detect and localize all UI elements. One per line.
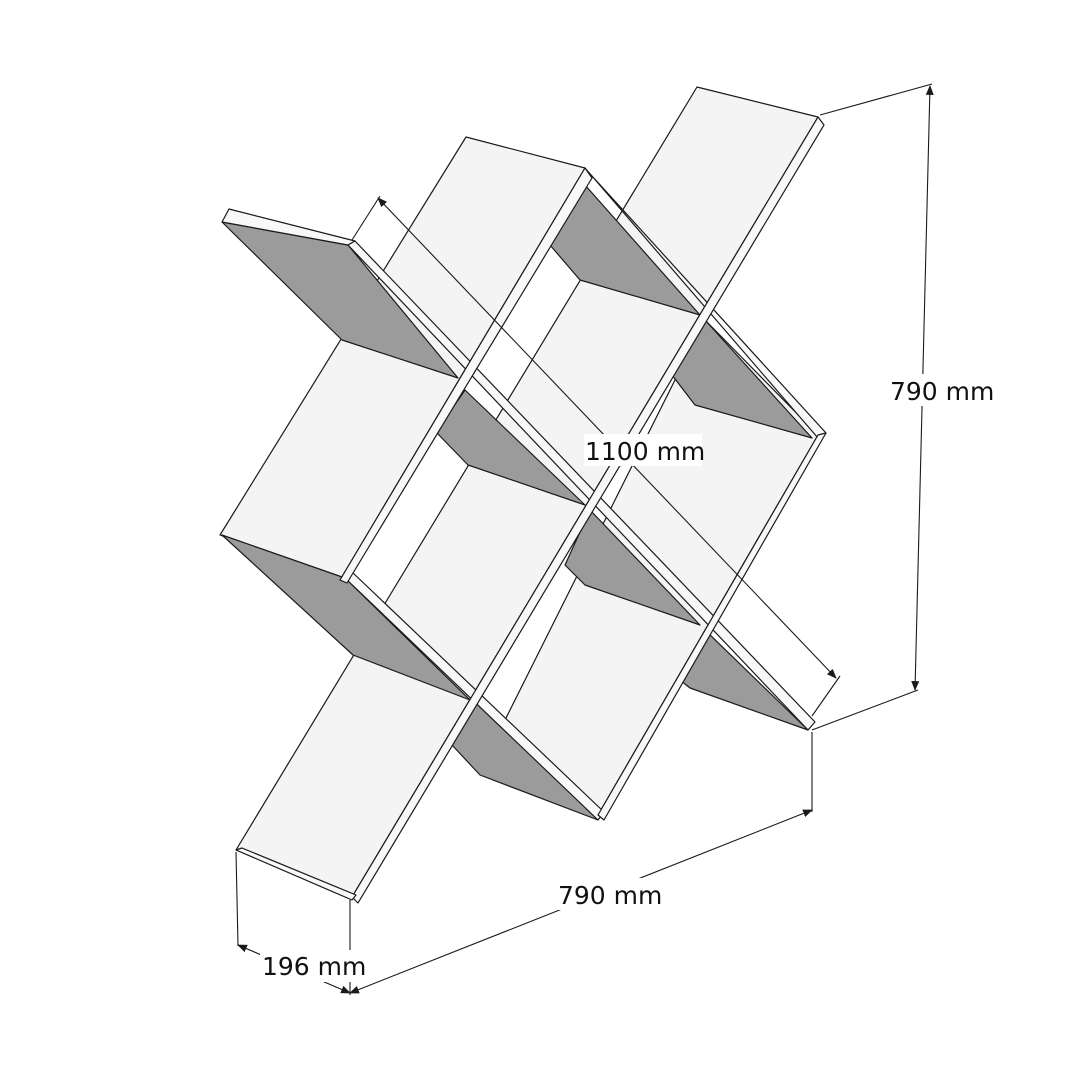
dimension-diagonal: 1100 mm [351, 195, 841, 717]
height-label: 790 mm [890, 377, 994, 406]
width-label: 790 mm [558, 881, 662, 910]
dimension-depth: 196 mm [235, 851, 366, 994]
dimension-height: 790 mm [811, 83, 994, 731]
depth-label: 196 mm [262, 952, 366, 981]
dimension-width: 790 mm [349, 732, 813, 995]
diagonal-label: 1100 mm [585, 437, 705, 466]
shelf-unit [219, 86, 827, 904]
